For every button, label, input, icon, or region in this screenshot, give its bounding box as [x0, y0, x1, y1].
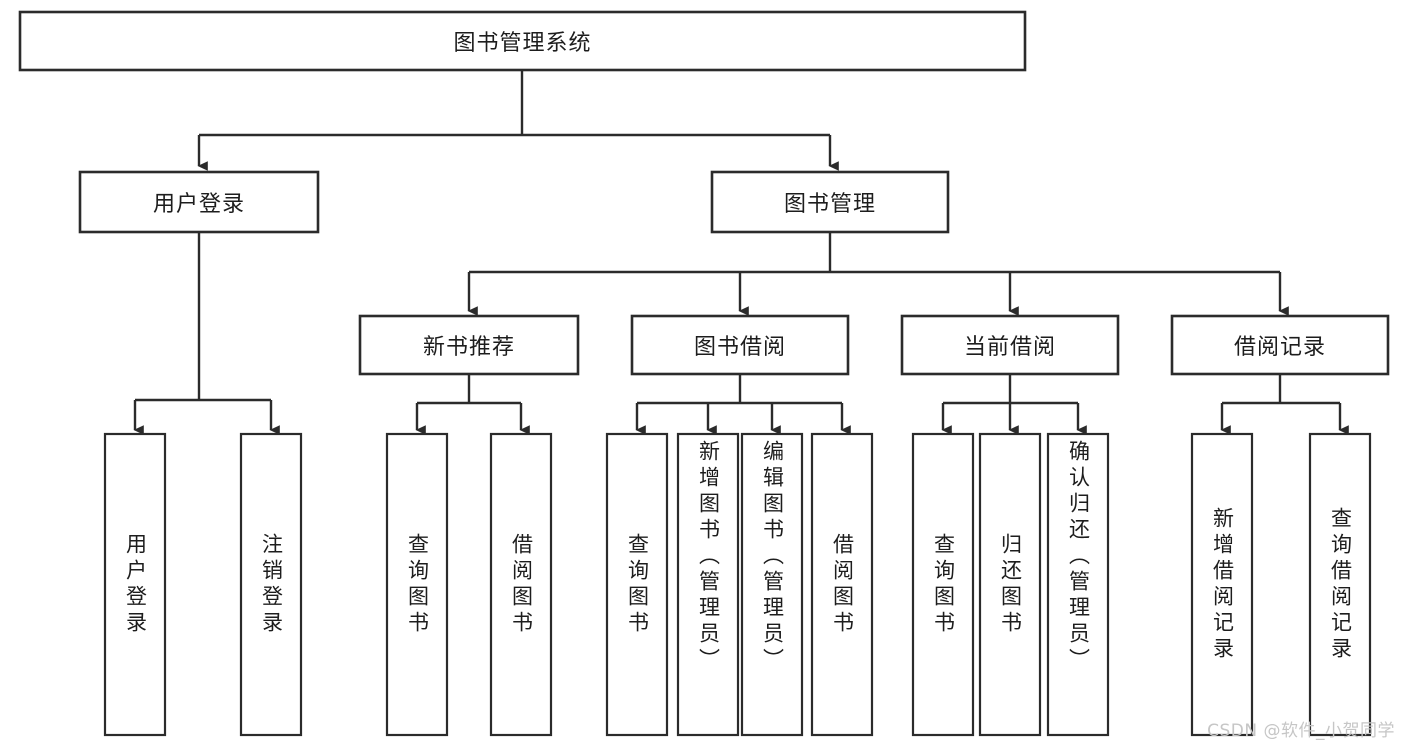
node-box-leaf-query-book-2[interactable] — [605, 432, 669, 737]
node-box-borrow-record[interactable] — [1170, 314, 1390, 376]
node-box-leaf-edit-book[interactable] — [740, 432, 804, 737]
node-box-leaf-return-book[interactable] — [978, 432, 1042, 737]
node-box-leaf-confirm-return[interactable] — [1046, 432, 1110, 737]
edge-group-borrow-record — [1220, 374, 1349, 435]
edge-group-current-borrow — [941, 374, 1087, 435]
node-box-leaf-borrow-book-2[interactable] — [810, 432, 874, 737]
node-box-leaf-logout-login[interactable] — [239, 432, 303, 737]
node-box-leaf-borrow-book-1[interactable] — [489, 432, 553, 737]
node-box-leaf-query-record[interactable] — [1308, 432, 1372, 737]
node-box-leaf-user-login[interactable] — [103, 432, 167, 737]
node-box-leaf-add-record[interactable] — [1190, 432, 1254, 737]
node-box-new-book-rec[interactable] — [358, 314, 580, 376]
edge-group-book-manage — [467, 232, 1289, 316]
node-box-leaf-add-book[interactable] — [676, 432, 740, 737]
node-box-book-manage[interactable] — [710, 170, 950, 234]
node-box-current-borrow[interactable] — [900, 314, 1120, 376]
node-box-leaf-query-book-1[interactable] — [385, 432, 449, 737]
edge-group-new-book-rec — [415, 374, 530, 435]
node-box-leaf-query-book-3[interactable] — [911, 432, 975, 737]
edge-group-book-borrow — [635, 374, 851, 435]
node-box-book-borrow[interactable] — [630, 314, 850, 376]
edge-group-root — [197, 70, 839, 171]
node-box-user-login[interactable] — [78, 170, 320, 234]
edge-group-user-login — [133, 232, 280, 435]
node-box-root[interactable] — [18, 10, 1027, 72]
